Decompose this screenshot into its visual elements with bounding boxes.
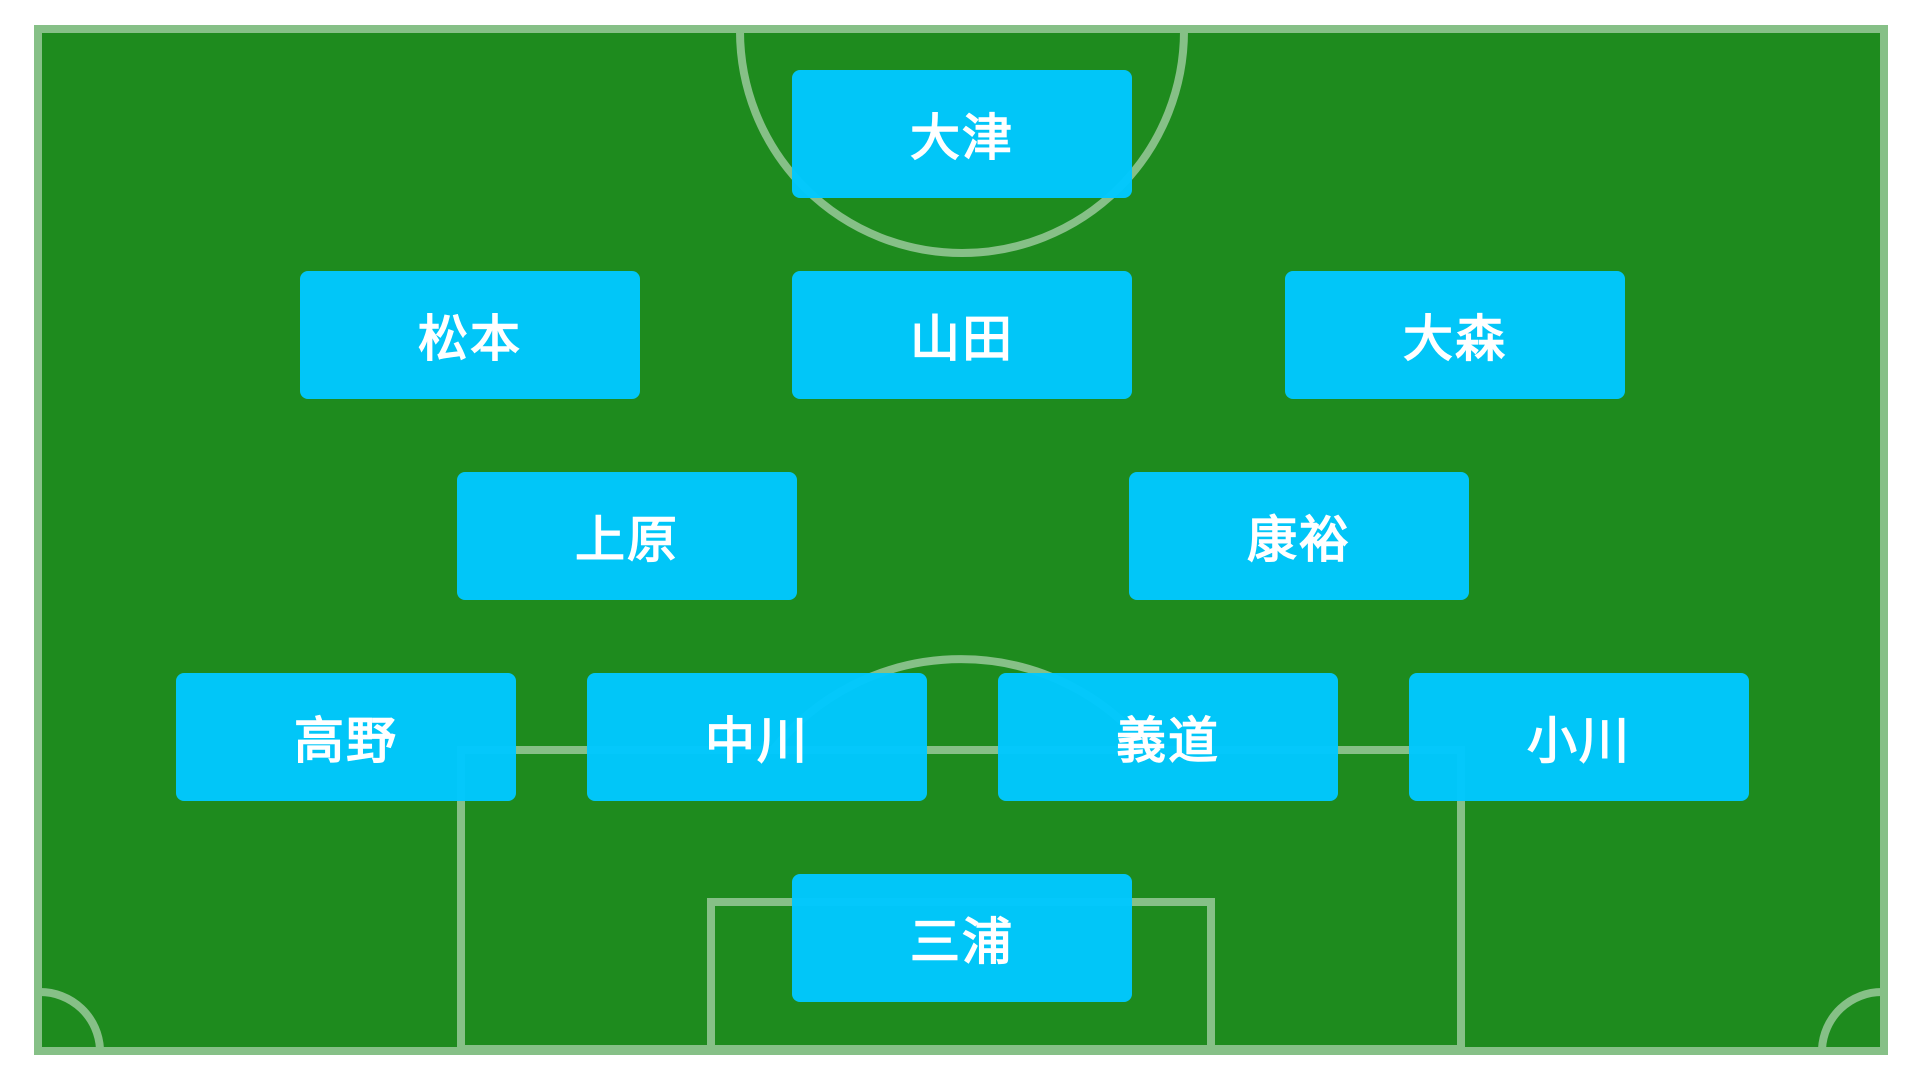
player-name: 康裕: [1247, 511, 1351, 569]
player-name: 義道: [1116, 712, 1220, 770]
player-name: 松本: [418, 310, 522, 368]
player-card-fw[interactable]: 大津: [792, 70, 1132, 198]
player-name: 上原: [575, 511, 679, 569]
player-card-rcb[interactable]: 義道: [998, 673, 1338, 801]
player-name: 三浦: [910, 913, 1014, 971]
player-card-cam[interactable]: 山田: [792, 271, 1132, 399]
player-name: 高野: [294, 712, 398, 770]
player-name: 山田: [910, 310, 1014, 368]
player-card-rb[interactable]: 小川: [1409, 673, 1749, 801]
top-center-arc: [736, 30, 1188, 257]
player-name: 大森: [1403, 310, 1507, 368]
player-card-lcm[interactable]: 上原: [457, 472, 797, 600]
player-name: 小川: [1527, 712, 1631, 770]
corner-arc-left: [39, 987, 104, 1050]
player-card-lb[interactable]: 高野: [176, 673, 516, 801]
corner-arc-right: [1818, 987, 1883, 1050]
player-card-rm[interactable]: 大森: [1285, 271, 1625, 399]
player-card-gk[interactable]: 三浦: [792, 874, 1132, 1002]
player-card-lcb[interactable]: 中川: [587, 673, 927, 801]
player-name: 中川: [705, 712, 809, 770]
player-name: 大津: [910, 109, 1014, 167]
player-card-rcm[interactable]: 康裕: [1129, 472, 1469, 600]
player-card-lm[interactable]: 松本: [300, 271, 640, 399]
